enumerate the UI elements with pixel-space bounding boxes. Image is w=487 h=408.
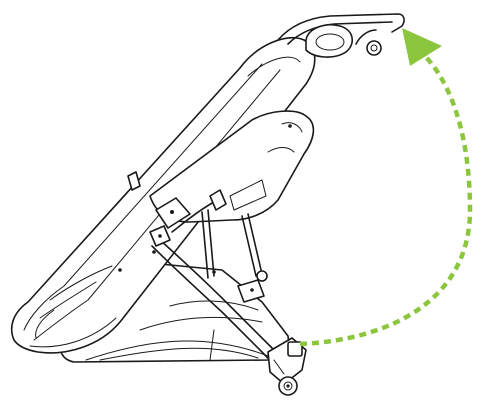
- cup-holder: [305, 24, 353, 58]
- rotation-arrow-path: [299, 44, 473, 347]
- hinge-brackets: [127, 171, 268, 303]
- rotation-arrow-head: [402, 28, 442, 66]
- rotation-arrow: [299, 28, 473, 347]
- rear-wheel-mount: [267, 337, 307, 396]
- frame-rivets: [118, 124, 292, 274]
- frame-handlebar: [277, 13, 405, 56]
